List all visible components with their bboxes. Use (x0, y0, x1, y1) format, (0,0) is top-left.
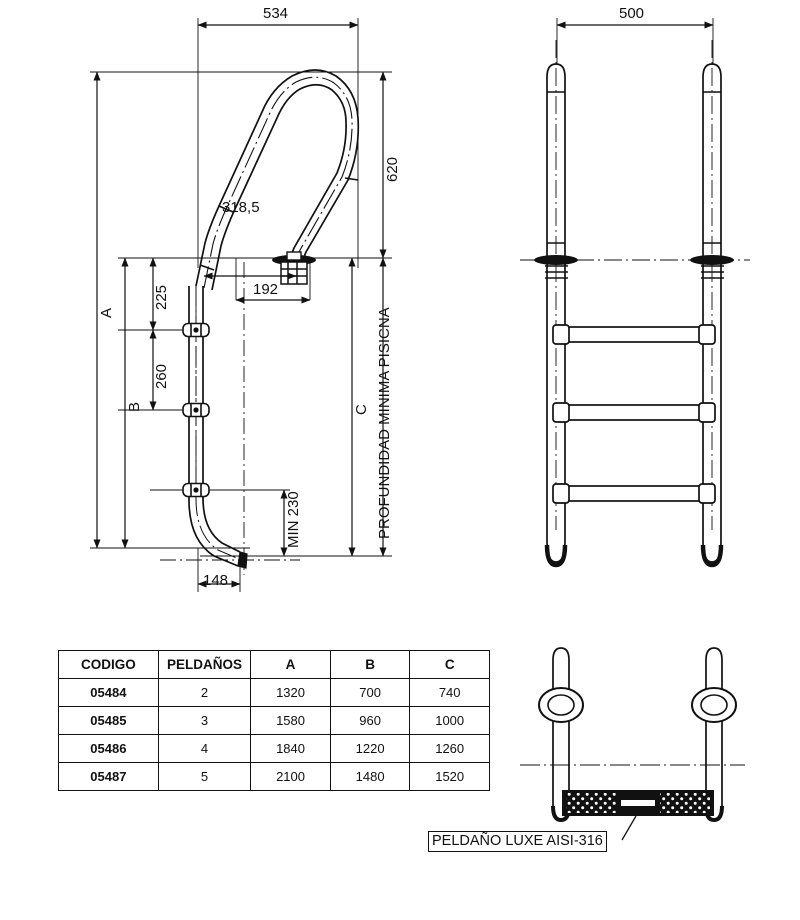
table-row: 05485 3 1580 960 1000 (58, 706, 490, 735)
detail-step-tread (562, 790, 714, 816)
cell-peldanos: 2 (157, 678, 252, 707)
table-row: 05484 2 1320 700 740 (58, 678, 490, 707)
cell-codigo: 05485 (58, 706, 159, 735)
dimension-label-534: 534 (263, 5, 289, 22)
specification-table: CODIGO PELDAÑOS A B C 05484 2 1320 700 7… (58, 650, 490, 791)
cell-codigo: 05487 (58, 762, 159, 791)
cell-b: 1480 (329, 762, 411, 791)
dimension-label-500: 500 (619, 5, 645, 22)
handrail-tube (195, 69, 360, 291)
anchor-socket-side (272, 251, 316, 285)
table-header-peldanos: PELDAÑOS (157, 650, 252, 679)
front-rail-right (700, 40, 724, 568)
cell-a: 1580 (250, 706, 331, 735)
cell-peldanos: 4 (157, 734, 252, 763)
dimension-label-192: 192 (253, 281, 279, 298)
cell-a: 1840 (250, 734, 331, 763)
cell-c: 1000 (409, 706, 490, 735)
table-header-row: CODIGO PELDAÑOS A B C (58, 650, 490, 679)
table-header-codigo: CODIGO (58, 650, 159, 679)
dimension-label-620: 620 (384, 156, 401, 182)
dimension-label-b: B (126, 401, 143, 412)
cell-codigo: 05486 (58, 734, 159, 763)
cell-b: 960 (329, 706, 411, 735)
cell-c: 740 (409, 678, 490, 707)
detail-leader-line (621, 815, 637, 841)
cell-peldanos: 3 (157, 706, 252, 735)
cell-c: 1520 (409, 762, 490, 791)
step-rung (552, 483, 716, 504)
front-elevation-view (520, 18, 750, 568)
cell-a: 2100 (250, 762, 331, 791)
ladder-side-rail (188, 286, 248, 569)
cell-b: 1220 (329, 734, 411, 763)
front-projection-lines (556, 18, 714, 70)
dimension-label-a: A (98, 307, 115, 318)
dimension-label-c: C (353, 404, 370, 415)
dimension-label-min-230: MIN 230 (285, 491, 302, 548)
table-header-c: C (409, 650, 490, 679)
dimension-label-225: 225 (153, 284, 170, 310)
dimension-label-148: 148 (203, 572, 229, 589)
cell-b: 700 (329, 678, 411, 707)
table-header-a: A (250, 650, 331, 679)
front-rail-left (544, 40, 568, 568)
step-detail-view (520, 647, 745, 841)
dimension-lines (93, 21, 387, 588)
table-row: 05486 4 1840 1220 1260 (58, 734, 490, 763)
front-steps (552, 324, 716, 504)
projection-lines (90, 18, 392, 592)
cell-a: 1320 (250, 678, 331, 707)
cell-peldanos: 5 (157, 762, 252, 791)
step-bracket (182, 482, 210, 498)
note-profundidad-minima: PROFUNDIDAD MINIMA PISICNA (376, 307, 393, 539)
side-elevation-view (90, 18, 392, 592)
table-row: 05487 5 2100 1480 1520 (58, 762, 490, 791)
dimension-label-318-5: 318,5 (222, 199, 260, 216)
dimension-label-260: 260 (153, 363, 170, 389)
front-anchor-sockets (520, 255, 750, 279)
step-rung (552, 324, 716, 345)
callout-peldano-luxe: PELDAÑO LUXE AISI-316 (428, 831, 607, 852)
cell-c: 1260 (409, 734, 490, 763)
step-bracket (182, 322, 210, 338)
table-header-b: B (329, 650, 411, 679)
detail-anchor-sockets (538, 687, 737, 723)
step-rung (552, 402, 716, 423)
step-bracket (182, 402, 210, 418)
cell-codigo: 05484 (58, 678, 159, 707)
